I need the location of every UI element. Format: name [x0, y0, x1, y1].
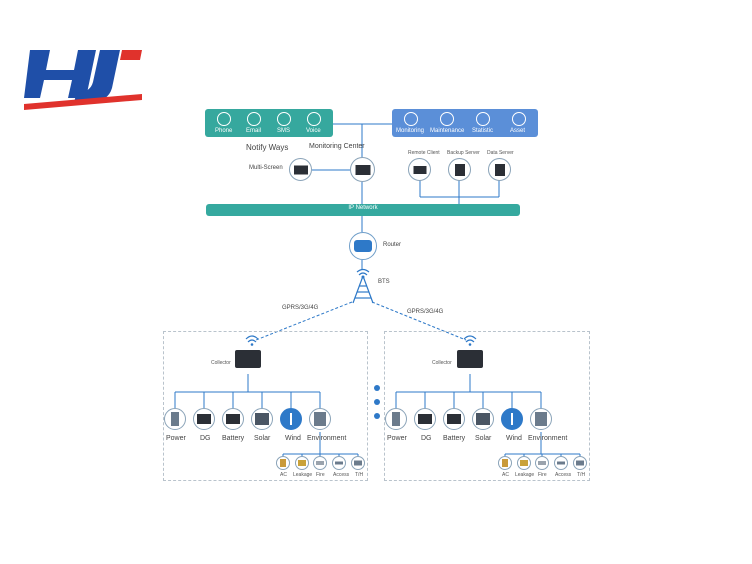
remote-client-icon: [408, 158, 431, 181]
sms-icon: [277, 112, 291, 126]
dg-icon: [414, 408, 436, 430]
bts-tower-icon: [352, 268, 374, 304]
power-icon: [164, 408, 186, 430]
battery-icon: [443, 408, 465, 430]
device-label: Power: [387, 435, 407, 442]
device-label: Solar: [254, 435, 271, 442]
th-sensor-icon: [351, 456, 365, 470]
sensor-label: Leakage: [293, 472, 313, 478]
gprs-left-label: GPRS/3G/4G: [282, 305, 319, 311]
ac-sensor-icon: [498, 456, 512, 470]
monitoring-center-icon: [350, 157, 375, 182]
device-label: Environment: [307, 435, 347, 442]
site-region-left: [163, 331, 368, 481]
voice-icon: [307, 112, 321, 126]
notify-sms-label: SMS: [277, 128, 291, 134]
management-bar: Monitoring Maintenance Statistic Asset: [392, 109, 538, 137]
sensor-label: Access: [555, 472, 572, 478]
sensor-label: T/H: [355, 472, 364, 478]
access-sensor-icon: [554, 456, 568, 470]
environment-icon: [530, 408, 552, 430]
multi-screen-icon: [289, 158, 312, 181]
power-icon: [385, 408, 407, 430]
email-icon: [247, 112, 261, 126]
collector-label: Collector: [432, 360, 452, 366]
fire-sensor-icon: [313, 456, 327, 470]
device-label: Environment: [528, 435, 568, 442]
th-sensor-icon: [573, 456, 587, 470]
ellipsis-dot: [374, 413, 380, 419]
company-logo: [24, 50, 142, 110]
router-label: Router: [383, 242, 402, 248]
ellipsis-dot: [374, 385, 380, 391]
solar-icon: [472, 408, 494, 430]
data-server-icon: [488, 158, 511, 181]
notify-email-label: Email: [246, 128, 262, 134]
wifi-icon: [463, 335, 477, 346]
wind-icon: [280, 408, 302, 430]
ip-network-bar: IP Network: [206, 204, 520, 216]
wind-icon: [501, 408, 523, 430]
collector-device: [235, 350, 261, 368]
ac-sensor-icon: [276, 456, 290, 470]
sensor-label: Fire: [538, 472, 547, 478]
monitoring-center-label: Monitoring Center: [309, 143, 365, 150]
sensor-label: Fire: [316, 472, 325, 478]
ellipsis-dot: [374, 399, 380, 405]
fire-sensor-icon: [535, 456, 549, 470]
asset-icon: [512, 112, 526, 126]
device-label: Battery: [443, 435, 466, 442]
battery-icon: [222, 408, 244, 430]
monitoring-icon: [404, 112, 418, 126]
device-label: DG: [421, 435, 432, 442]
phone-icon: [217, 112, 231, 126]
ip-network-label: IP Network: [348, 205, 378, 211]
notify-phone-label: Phone: [215, 128, 233, 134]
statistic-label: Statistic: [472, 128, 494, 134]
sensor-label: Access: [333, 472, 350, 478]
data-server-label: Data Server: [487, 150, 514, 156]
asset-label: Asset: [510, 128, 526, 134]
device-label: Power: [166, 435, 186, 442]
bts-label: BTS: [378, 279, 390, 285]
leakage-sensor-icon: [295, 456, 309, 470]
gprs-right-label: GPRS/3G/4G: [407, 309, 444, 315]
maintenance-label: Maintenance: [430, 128, 465, 134]
remote-client-label: Remote Client: [408, 150, 440, 156]
sensor-label: AC: [280, 472, 287, 478]
statistic-icon: [476, 112, 490, 126]
environment-icon: [309, 408, 331, 430]
monitoring-label: Monitoring: [396, 128, 425, 134]
notify-ways-label: Notify Ways: [246, 143, 289, 152]
notify-ways-bar: Phone Email SMS Voice: [205, 109, 333, 137]
collector-device: [457, 350, 483, 368]
sensor-label: T/H: [577, 472, 586, 478]
device-label: Wind: [285, 435, 301, 442]
wifi-icon: [245, 335, 259, 346]
backup-server-label: Backup Server: [447, 150, 480, 156]
multi-screen-label: Multi-Screen: [249, 165, 283, 171]
device-label: Wind: [506, 435, 522, 442]
sensor-label: Leakage: [515, 472, 535, 478]
maintenance-icon: [440, 112, 454, 126]
device-label: DG: [200, 435, 211, 442]
leakage-sensor-icon: [517, 456, 531, 470]
sensor-label: AC: [502, 472, 509, 478]
access-sensor-icon: [332, 456, 346, 470]
collector-label: Collector: [211, 360, 231, 366]
solar-icon: [251, 408, 273, 430]
device-label: Battery: [222, 435, 245, 442]
dg-icon: [193, 408, 215, 430]
site-region-right: [384, 331, 590, 481]
notify-voice-label: Voice: [306, 128, 321, 134]
backup-server-icon: [448, 158, 471, 181]
device-label: Solar: [475, 435, 492, 442]
router-icon: [349, 232, 377, 260]
